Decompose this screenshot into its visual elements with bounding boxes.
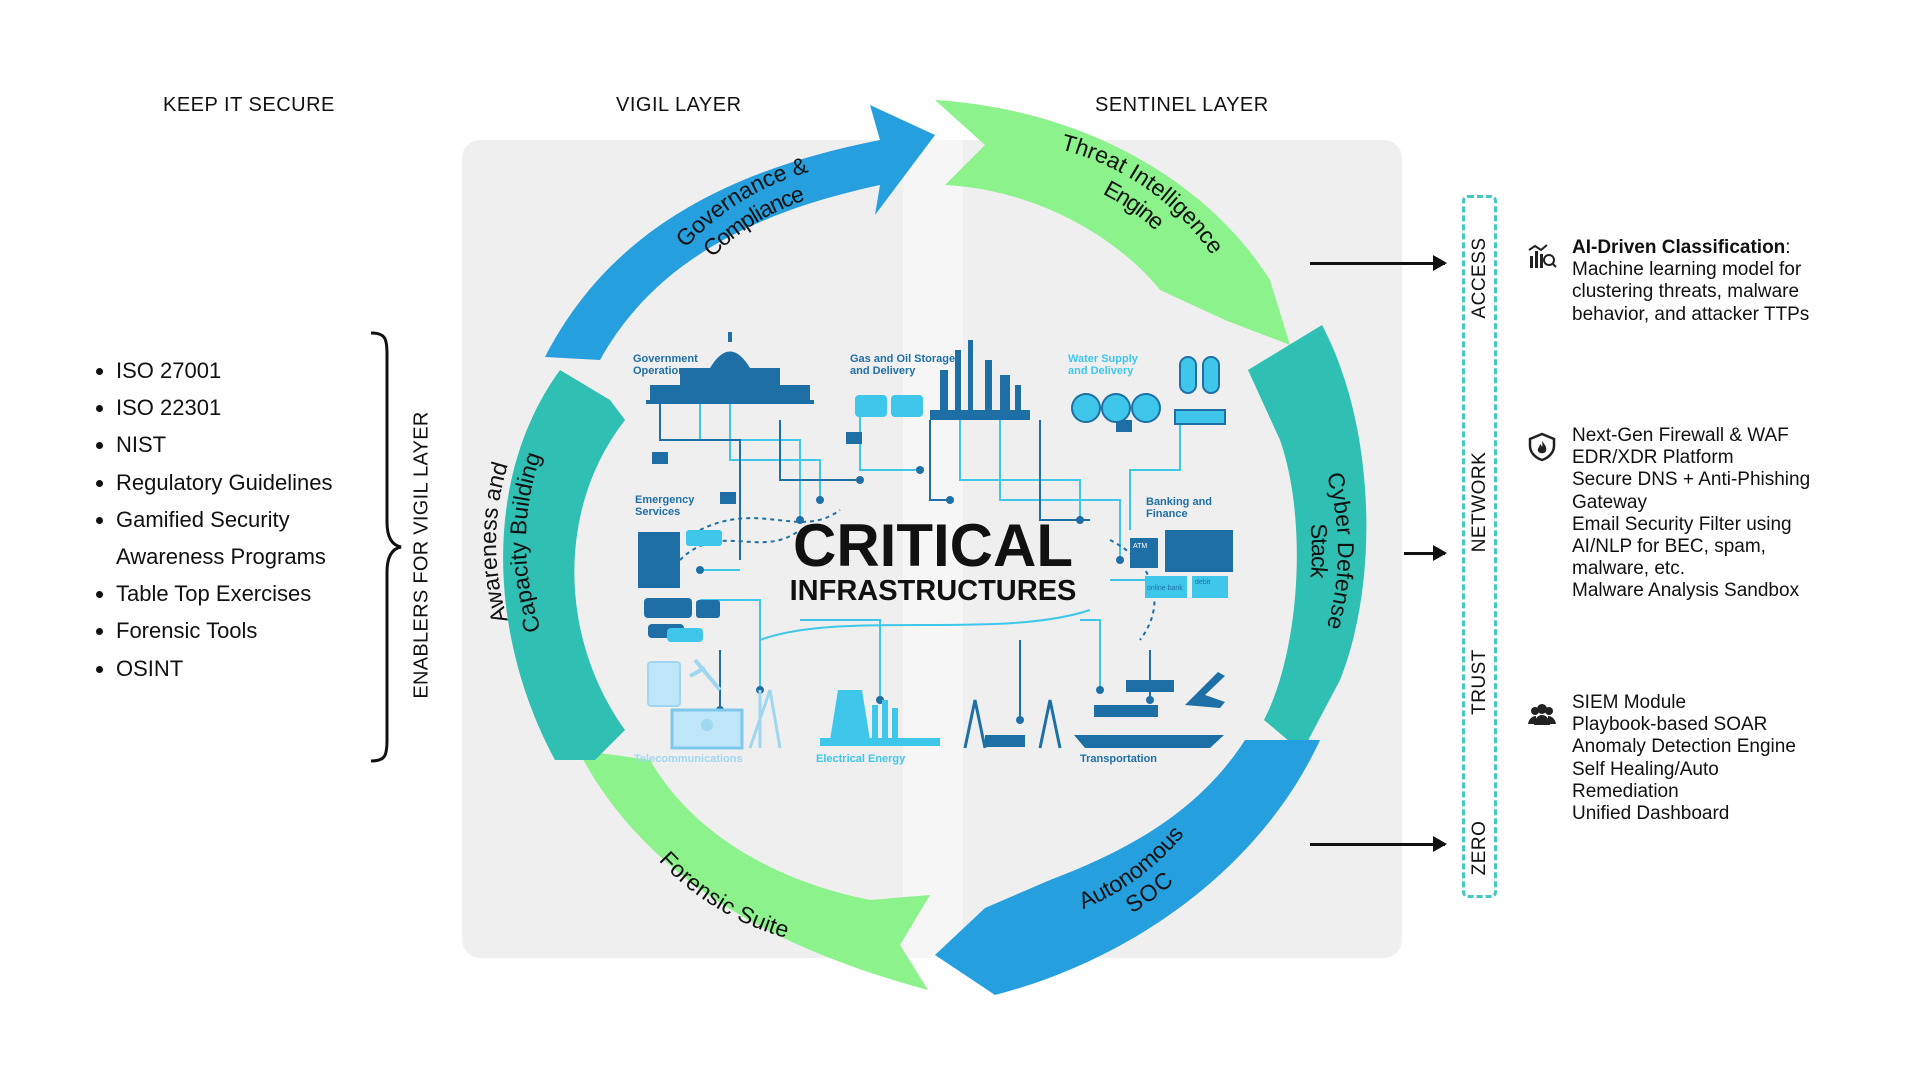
feature-line: Unified Dashboard [1572, 803, 1730, 825]
enablers-list: ISO 27001 ISO 22301 NIST Regulatory Guid… [92, 352, 332, 687]
gov-line-1: Government [633, 353, 698, 365]
feature-title-line: AI-Driven Classification: [1572, 237, 1791, 258]
enabler-item: Table Top Exercises [116, 575, 332, 612]
ai-classification-title: AI-Driven Classification [1572, 237, 1786, 258]
forensic-arrow [578, 750, 930, 990]
emergency-label: Emergency Services [635, 494, 697, 518]
zero-trust-box [1462, 195, 1497, 898]
vigil-layer-heading: VIGIL LAYER [616, 94, 742, 116]
water-line-1: Water Supply [1068, 353, 1139, 365]
sentinel-layer-heading: SENTINEL LAYER [1095, 94, 1269, 116]
enabler-item: ISO 27001 [116, 352, 332, 389]
panel-divider [903, 140, 963, 958]
critical-title: CRITICAL [793, 512, 1073, 579]
enabler-item: Forensic Tools [116, 612, 332, 649]
keep-it-secure-heading: KEEP IT SECURE [163, 94, 335, 116]
emergency-services-icon [638, 530, 722, 642]
feature-line: Email Security Filter using [1572, 513, 1792, 535]
electrical-label: Electrical Energy [816, 753, 906, 765]
emergency-line-1: Emergency [635, 494, 695, 506]
feature-line: Next-Gen Firewall & WAF [1572, 425, 1789, 446]
network-nodes [652, 420, 1164, 724]
emergency-line-2: Services [635, 506, 680, 518]
feature-line: Malware Analysis Sandbox [1572, 580, 1800, 602]
banking-label: Banking and Finance [1146, 496, 1215, 520]
diagram-panel [462, 140, 1402, 958]
banking-finance-icon [1130, 530, 1233, 598]
feature-line: Self Healing/Auto [1572, 758, 1719, 780]
banking-line-1: Banking and [1146, 496, 1212, 508]
gas-line-1: Gas and Oil Storage [850, 353, 955, 365]
enabler-item: Regulatory Guidelines [116, 464, 332, 501]
enabler-item-line: Gamified Security [116, 506, 290, 532]
governance-arrow [545, 105, 935, 360]
enablers-brace [370, 331, 402, 763]
awareness-arrow [503, 370, 625, 760]
critical-infrastructure-graphic: Government Operations Gas and Oil Storag… [633, 332, 1233, 765]
online-bank-label: online bank [1147, 585, 1183, 592]
gas-oil-label: Gas and Oil Storage and Delivery [850, 353, 958, 377]
government-building-icon [646, 332, 814, 404]
government-label: Government Operations [633, 353, 701, 377]
team-icon [1528, 704, 1556, 725]
zero-trust-zero: ZERO [1469, 820, 1490, 876]
feature-network-defense: Next-Gen Firewall & WAF EDR/XDR Platform… [1572, 425, 1810, 603]
cyber-defense-label-2: Stack [1305, 523, 1332, 580]
enabler-item: NIST [116, 426, 332, 463]
feature-line: behavior, and attacker TTPs [1572, 303, 1810, 325]
arrow-to-zero [1310, 836, 1447, 852]
arrow-to-network [1404, 545, 1447, 561]
feature-line: AI/NLP for BEC, spam, [1572, 536, 1766, 558]
autonomous-soc-arrow [935, 740, 1320, 995]
feature-line: Remediation [1572, 780, 1679, 802]
feature-line: Playbook-based SOAR [1572, 714, 1768, 736]
telecom-label: Telecommunications [634, 753, 743, 765]
zero-trust-network: NETWORK [1469, 451, 1490, 553]
banking-line-2: Finance [1146, 508, 1188, 520]
telecommunications-icon [647, 658, 782, 750]
cyber-line-2: Stack [1305, 523, 1332, 580]
electrical-energy-icon [820, 690, 1062, 749]
zero-trust-access: ACCESS [1469, 237, 1490, 319]
enabler-item: ISO 22301 [116, 389, 332, 426]
feature-line: Gateway [1572, 491, 1647, 513]
feature-line: malware, etc. [1572, 558, 1685, 580]
water-line-2: and Delivery [1068, 365, 1134, 377]
cyber-defense-arrow [1248, 325, 1367, 752]
feature-line: Anomaly Detection Engine [1572, 736, 1796, 758]
feature-line: Secure DNS + Anti-Phishing [1572, 469, 1811, 491]
water-label: Water Supply and Delivery [1068, 353, 1141, 377]
infrastructures-subtitle: INFRASTRUCTURES [790, 575, 1077, 607]
enabler-item: OSINT [116, 650, 332, 687]
enabler-item-line: Awareness Programs [116, 544, 326, 570]
debit-label: debit [1195, 579, 1210, 586]
threat-intel-arrow [935, 100, 1290, 345]
feature-line: SIEM Module [1572, 692, 1687, 713]
gas-line-2: and Delivery [850, 365, 916, 377]
zero-trust-trust: TRUST [1469, 649, 1490, 715]
feature-line: Machine learning model for [1572, 259, 1802, 281]
water-supply-icon [1071, 356, 1226, 425]
feature-line: EDR/XDR Platform [1572, 447, 1734, 469]
feature-ai-classification: AI-Driven Classification: Machine learni… [1572, 237, 1809, 326]
arrow-to-access [1310, 255, 1447, 271]
gas-oil-facility-icon [855, 340, 1030, 420]
transportation-label: Transportation [1080, 753, 1157, 765]
feature-line: clustering threats, malware [1572, 281, 1800, 303]
shield-fire-icon [1528, 432, 1556, 462]
feature-soc-modules: SIEM Module Playbook-based SOAR Anomaly … [1572, 692, 1796, 825]
transportation-icon [1074, 672, 1225, 748]
gov-line-2: Operations [633, 365, 691, 377]
atm-label: ATM [1133, 543, 1147, 550]
chart-magnifier-icon [1528, 244, 1557, 268]
